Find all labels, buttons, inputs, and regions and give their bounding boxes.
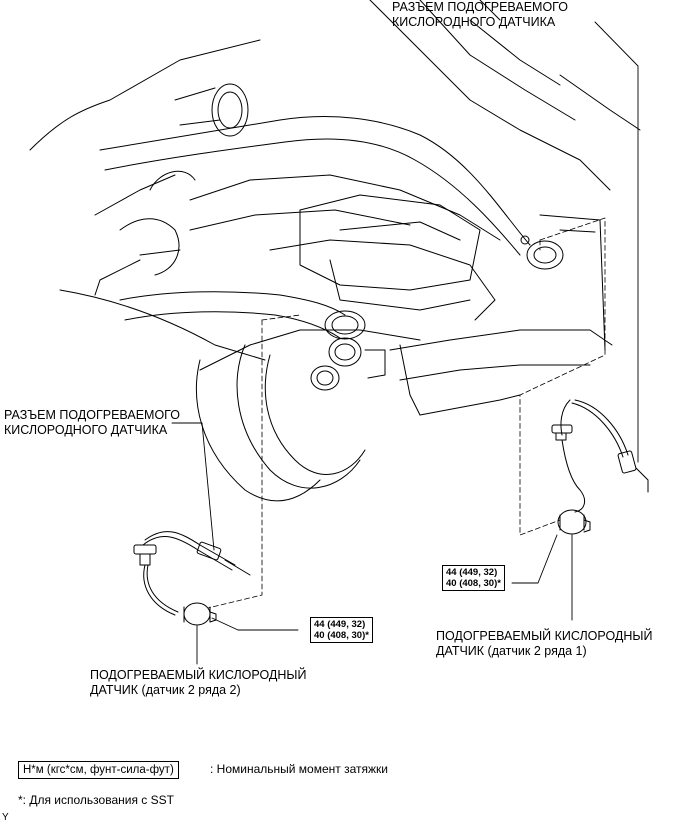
sensor-label-bank1: ПОДОГРЕВАЕМЫЙ КИСЛОРОДНЫЙ ДАТЧИК (датчик… xyxy=(436,629,652,659)
torque-box-bank2: 44 (449, 32) 40 (408, 30)* xyxy=(310,617,373,643)
torque-bank2-line2: 40 (408, 30)* xyxy=(314,630,369,641)
torque-unit-box: Н*м (кгс*см, фунт-сила-фут) xyxy=(18,761,179,779)
connector-label-top-line2: КИСЛОРОДНОГО ДАТЧИКА xyxy=(392,15,556,29)
sensor-label-bank2-line1: ПОДОГРЕВАЕМЫЙ КИСЛОРОДНЫЙ xyxy=(90,668,307,682)
torque-bank2-line1: 44 (449, 32) xyxy=(314,619,366,630)
torque-bank1-line2: 40 (408, 30)* xyxy=(446,578,501,589)
sensor-bank1-assembly xyxy=(551,399,649,535)
leader-lines xyxy=(171,21,639,665)
location-callouts xyxy=(207,217,606,609)
connector-label-left: РАЗЪЕМ ПОДОГРЕВАЕМОГО КИСЛОРОДНОГО ДАТЧИ… xyxy=(4,408,180,438)
sensor-label-bank1-line1: ПОДОГРЕВАЕМЫЙ КИСЛОРОДНЫЙ xyxy=(436,629,653,643)
sensor-bank2-assembly xyxy=(133,531,251,626)
sensor-label-bank2: ПОДОГРЕВАЕМЫЙ КИСЛОРОДНЫЙ ДАТЧИК (датчик… xyxy=(90,668,306,698)
sst-footnote: *: Для использования с SST xyxy=(18,793,174,807)
torque-box-bank1: 44 (449, 32) 40 (408, 30)* xyxy=(442,565,505,591)
torque-unit-description: : Номинальный момент затяжки xyxy=(210,762,388,776)
connector-label-top: РАЗЪЕМ ПОДОГРЕВАЕМОГО КИСЛОРОДНОГО ДАТЧИ… xyxy=(392,0,568,30)
corner-mark: Y xyxy=(2,812,9,823)
sensor-label-bank2-line2: ДАТЧИК (датчик 2 ряда 2) xyxy=(90,683,241,697)
sensor-label-bank1-line2: ДАТЧИК (датчик 2 ряда 1) xyxy=(436,644,587,658)
connector-label-left-line2: КИСЛОРОДНОГО ДАТЧИКА xyxy=(4,423,168,437)
connector-label-left-line1: РАЗЪЕМ ПОДОГРЕВАЕМОГО xyxy=(4,408,180,422)
vehicle-underbody xyxy=(29,0,641,416)
torque-bank1-line1: 44 (449, 32) xyxy=(446,567,498,578)
rear-wheel xyxy=(195,344,386,502)
exhaust-pipes xyxy=(99,83,564,367)
connector-label-top-line1: РАЗЪЕМ ПОДОГРЕВАЕМОГО xyxy=(392,0,568,14)
